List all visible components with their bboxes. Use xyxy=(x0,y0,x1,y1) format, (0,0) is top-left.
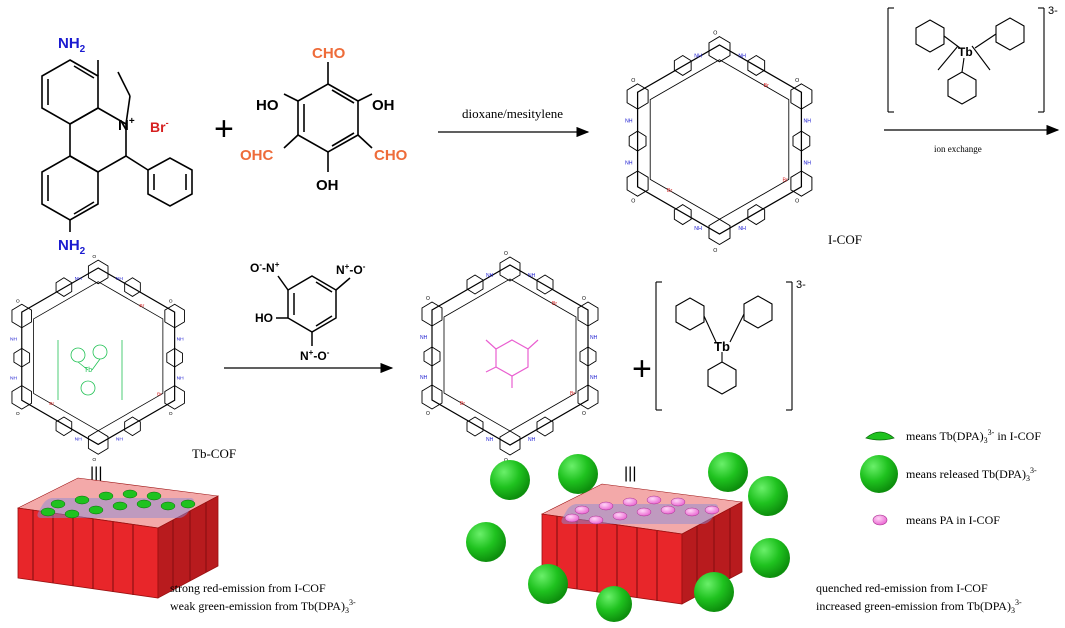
tb-complex-released xyxy=(655,281,793,411)
equiv-mark-right: ||| xyxy=(624,465,636,482)
aldehyde-right-label: CHO xyxy=(374,147,408,164)
plus-sign-2: + xyxy=(632,350,652,388)
complex-charge-mid: 3- xyxy=(796,279,806,291)
ethidium-bromide-structure xyxy=(41,59,193,232)
released-sphere xyxy=(748,476,788,516)
synthesis-condition: dioxane/mesitylene xyxy=(462,106,563,121)
released-sphere xyxy=(596,586,632,622)
legend-tb-in-cof-icon xyxy=(865,431,895,441)
equiv-mark-left: ||| xyxy=(90,465,102,482)
amine-bottom-label: NH2 xyxy=(58,237,86,257)
released-sphere xyxy=(528,564,568,604)
tb-complex-top xyxy=(887,7,1045,113)
complex-charge-top: 3- xyxy=(1048,5,1058,17)
triformylphloroglucinol-structure xyxy=(283,62,373,172)
n-plus-label: N+ xyxy=(118,116,135,134)
legend: means Tb(DPA)33- in I-COF means released… xyxy=(860,428,1041,527)
icof-framework-top xyxy=(624,29,813,255)
caption-right-line1: quenched red-emission from I-COF xyxy=(816,581,988,595)
pa-nitro-right: N+-O- xyxy=(336,262,366,277)
hydroxyl-left-label: HO xyxy=(256,97,279,114)
hydroxyl-right-label: OH xyxy=(372,97,395,114)
pa-hydroxyl: HO xyxy=(255,311,273,325)
legend-item-1: means Tb(DPA)33- in I-COF xyxy=(906,428,1041,445)
legend-item-3: means PA in I-COF xyxy=(906,513,1000,527)
released-sphere xyxy=(750,538,790,578)
aldehyde-left-label: OHC xyxy=(240,147,274,164)
caption-left-line2: weak green-emission from Tb(DPA)33- xyxy=(170,598,356,615)
released-sphere xyxy=(694,572,734,612)
picric-acid-structure xyxy=(276,275,351,346)
aldehyde-top-label: CHO xyxy=(312,45,346,62)
icof-with-pa-framework xyxy=(419,250,599,465)
tbcof-label: Tb-COF xyxy=(192,446,236,461)
released-sphere xyxy=(490,460,530,500)
caption-right-line2: increased green-emission from Tb(DPA)33- xyxy=(816,598,1022,615)
ion-exchange-condition: ion exchange xyxy=(934,144,982,154)
tb-complex-in-cof xyxy=(57,340,123,400)
pa-nitro-left: O--N+ xyxy=(250,260,280,275)
released-tb-spheres xyxy=(466,452,790,622)
legend-released-icon xyxy=(860,455,898,493)
plus-sign-1: + xyxy=(214,110,234,148)
released-sphere xyxy=(558,454,598,494)
icof-pa-3d-block xyxy=(541,483,743,605)
released-sphere xyxy=(708,452,748,492)
pa-nitro-bottom: N+-O- xyxy=(300,348,330,363)
legend-item-2: means released Tb(DPA)33- xyxy=(906,466,1037,483)
released-sphere xyxy=(466,522,506,562)
pa-in-cof xyxy=(485,339,539,388)
legend-pa-icon xyxy=(872,514,888,526)
caption-left-line1: strong red-emission from I-COF xyxy=(170,581,326,595)
tbcof-3d-block xyxy=(17,477,219,599)
tb-top-label: Tb xyxy=(958,45,973,59)
bromide-label: Br- xyxy=(150,118,169,135)
hydroxyl-bottom-label: OH xyxy=(316,177,339,194)
tb-released-label: Tb xyxy=(714,339,730,354)
tb-in-cof-label: Tb xyxy=(84,367,92,374)
icof-label: I-COF xyxy=(828,232,862,247)
amine-top-label: NH2 xyxy=(58,35,86,55)
